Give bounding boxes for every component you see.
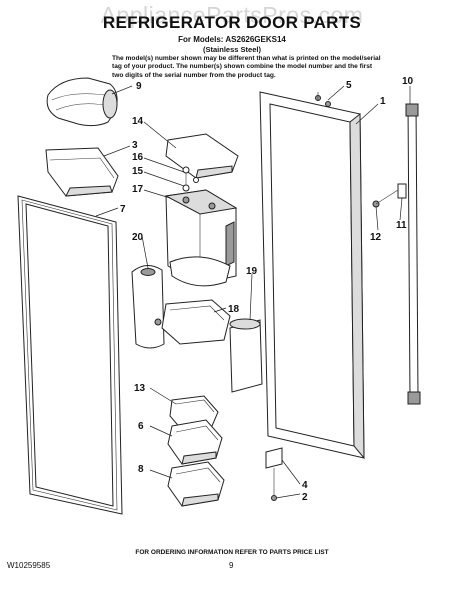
part-20-bracket [131,265,165,349]
part-8-door-bin [167,461,225,507]
models-line: For Models: AS2626GEKS14 [178,35,286,44]
model-note: The model(s) number shown may be differe… [112,55,381,79]
callout-5: 5 [346,80,352,91]
callout-15: 15 [132,166,144,177]
leader-lines [95,85,411,499]
page-title: REFRIGERATOR DOOR PARTS [102,13,362,32]
part-7-door-gasket [17,195,123,515]
callout-19: 19 [246,266,258,277]
document-number: W10259585 [7,561,51,570]
callout-7: 7 [120,204,126,215]
callout-3: 3 [132,140,138,151]
callout-18: 18 [228,304,240,315]
part-19-cylinder [229,318,263,393]
part-10-handle [405,103,421,405]
callout-12: 12 [370,232,382,243]
part-1-door [259,91,365,460]
part-4-2-hinge [265,447,283,501]
callout-1: 1 [380,96,386,107]
callout-9: 9 [136,81,142,92]
callout-11: 11 [396,220,407,231]
callout-13: 13 [134,383,146,394]
callout-17: 17 [132,184,144,195]
watermark: AppliancePartsPros.com [100,2,364,28]
part-9-shelf-cover [46,77,118,127]
part-5-screws [315,92,331,107]
part-6-door-bin [167,419,223,465]
part-17-housing [164,189,238,287]
callout-14: 14 [132,116,144,127]
callout-8: 8 [138,464,144,475]
page-number: 9 [229,561,234,570]
part-3-dairy-bin [45,147,119,197]
callout-4: 4 [302,480,308,491]
ordering-note: FOR ORDERING INFORMATION REFER TO PARTS … [135,549,329,556]
part-16-15-fasteners [182,166,199,192]
callout-2: 2 [302,492,308,503]
callout-6: 6 [138,421,144,432]
part-18-bin [161,299,231,345]
part-11-12-hardware [372,183,407,208]
callout-20: 20 [132,232,144,243]
variant-label: (Stainless Steel) [203,45,261,54]
callout-10: 10 [402,76,414,87]
part-14-cover [165,133,239,179]
callout-labels: 9 14 3 16 15 17 7 20 13 6 8 18 19 10 5 1… [120,76,414,503]
callout-16: 16 [132,152,144,163]
